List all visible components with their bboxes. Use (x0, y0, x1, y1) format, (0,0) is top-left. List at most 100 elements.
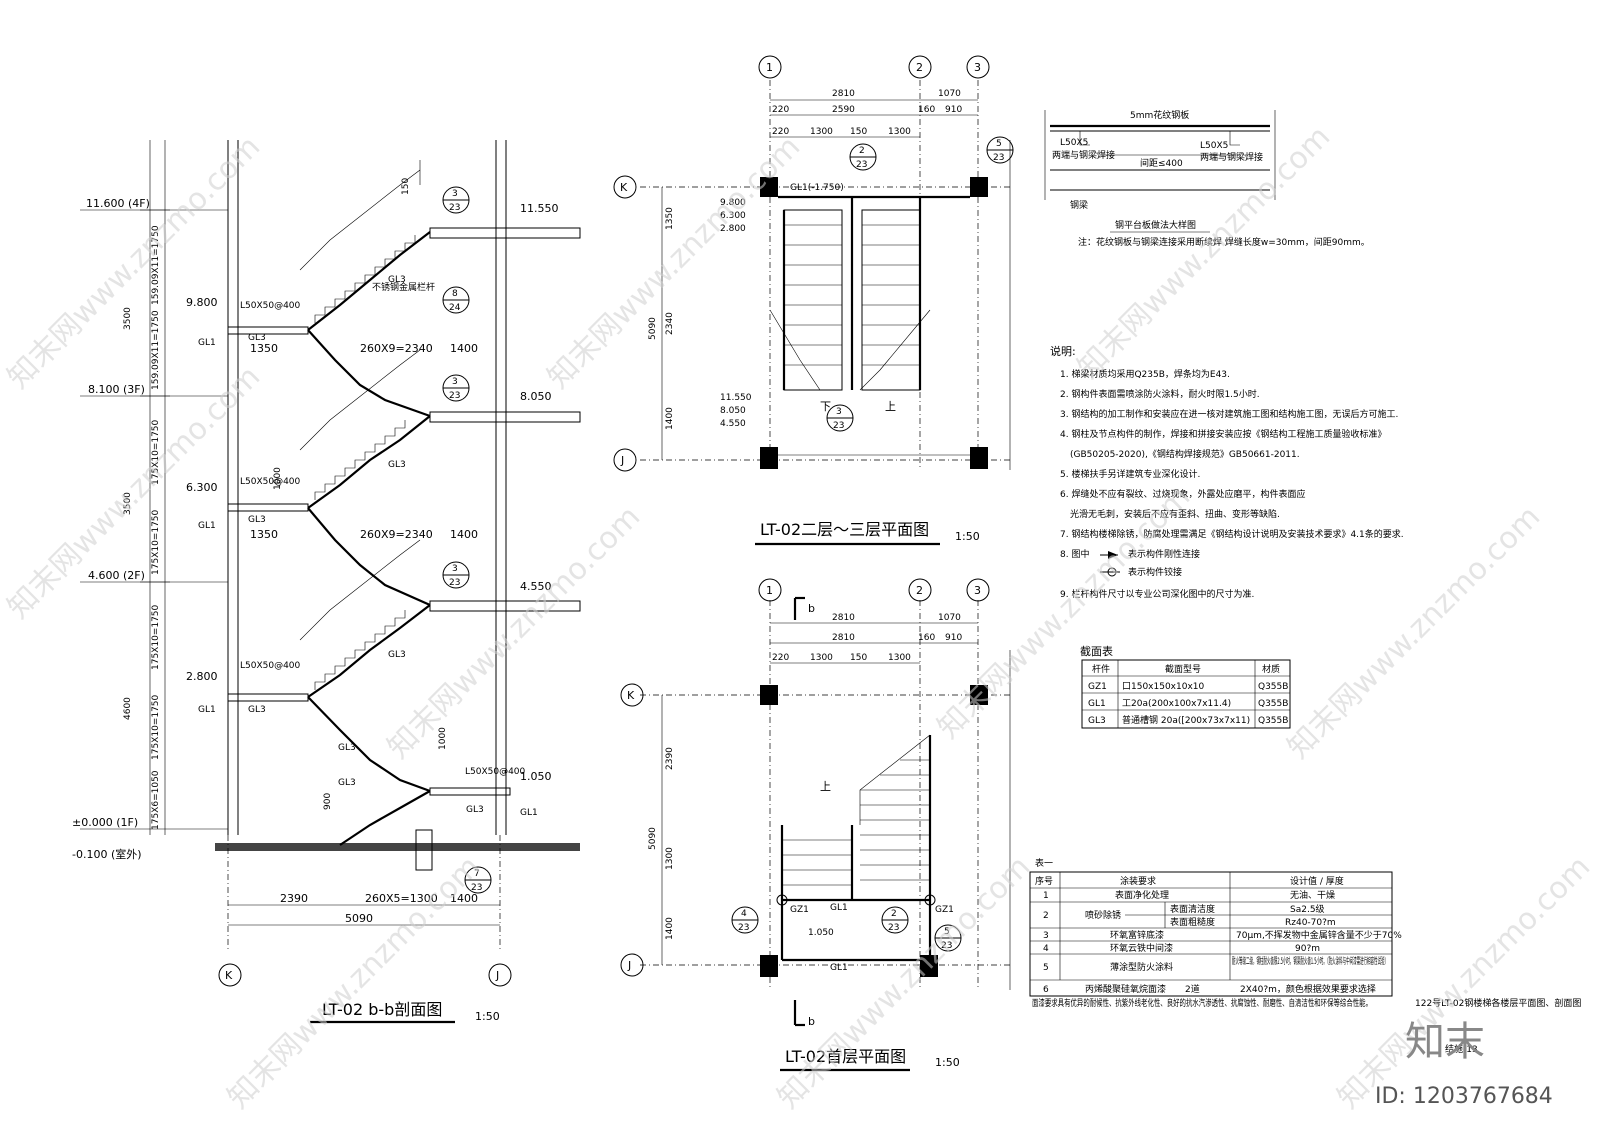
svg-text:4: 4 (741, 909, 747, 919)
svg-text:23: 23 (738, 923, 749, 933)
vdim: 3500 (123, 307, 133, 330)
right-level: 1.050 (520, 770, 552, 783)
detail-callout: 2 23 (849, 143, 877, 171)
detail-callout: 7 23 (464, 866, 492, 894)
detail-label: L50X5 (1060, 138, 1088, 148)
svg-text:3: 3 (452, 377, 458, 387)
svg-text:3: 3 (452, 564, 458, 574)
down-label: 下 (820, 400, 831, 413)
hdim: 1350 (250, 342, 278, 355)
member-label: GL3 (338, 743, 356, 753)
dim: 910 (945, 105, 962, 115)
svg-text:23: 23 (888, 923, 899, 933)
coating-cell: 丙烯酸聚硅氧烷面漆 (1085, 983, 1166, 995)
svg-text:K: K (620, 181, 628, 194)
title-block: 122号LT-02钢楼梯各楼层平面图、剖面图 结施-13 (1415, 997, 1581, 1055)
dim: 160 (918, 105, 935, 115)
watermark-text: 知末网www.znzmo.com (771, 849, 1037, 1115)
svg-text:8: 8 (452, 289, 458, 299)
dim: 1400 (665, 407, 675, 430)
dim: 220 (772, 653, 789, 663)
svg-text:J: J (495, 969, 499, 982)
member-label: GL1 (198, 338, 216, 348)
svg-text:5: 5 (996, 139, 1002, 149)
notes-heading: 说明: (1050, 344, 1076, 358)
plan-upper-texts: 1 2 3 K J 2810 1070 220 2590 160 910 220… (613, 55, 1014, 546)
right-level: 11.550 (520, 202, 559, 215)
plan-ground-texts: 1 2 3 K J b b 2810 1070 2810 220 1300 15… (620, 578, 990, 1072)
member-label: GL3 (248, 333, 266, 343)
dim: 5090 (648, 827, 658, 850)
note-item: 9. 栏杆构件尺寸以专业公司深化图中的尺寸为准. (1060, 588, 1254, 600)
level-outdoor: -0.100 (室外) (72, 847, 142, 861)
svg-text:3: 3 (836, 407, 842, 417)
detail-label: 两端与钢梁焊接 (1200, 151, 1263, 163)
image-id: ID: 1203767684 (1375, 1084, 1553, 1109)
dim: 160 (918, 633, 935, 643)
member-label: GL1 (198, 521, 216, 531)
level-4f: 11.600 (4F) (86, 197, 150, 210)
note-item: 表示构件铰接 (1128, 566, 1182, 578)
member-label: GL3 (388, 275, 406, 285)
level: 11.550 (720, 393, 752, 403)
member-label: L50X50@400 (240, 301, 301, 311)
member-label: L50X50@400 (240, 477, 301, 487)
note-item: 6. 焊缝处不应有裂纹、过烧现象，外露处应磨平，构件表面应 (1060, 488, 1305, 500)
vdim: 175X10=1750 (151, 694, 161, 760)
coating-cell: Rz40-70?m (1285, 918, 1336, 928)
dim: 1300 (810, 127, 833, 137)
axis-bubble: K (613, 175, 637, 199)
hdim: 260X9=2340 (360, 342, 433, 355)
right-level: 8.050 (520, 390, 552, 403)
axis-bubble: J (620, 953, 644, 977)
coating-header: 涂装要求 (1120, 875, 1156, 887)
svg-text:23: 23 (941, 941, 952, 951)
coating-cell: 2 (1043, 911, 1049, 921)
beam-label: GL1 (830, 963, 848, 973)
coating-cell: 环氧云铁中间漆 (1110, 942, 1173, 954)
dim: 2390 (665, 747, 675, 770)
watermark-text: 知末网www.znzmo.com (541, 129, 807, 395)
watermark-text: 知末网www.znzmo.com (1, 359, 267, 625)
svg-text:3: 3 (452, 189, 458, 199)
detail-callout: 3 23 (826, 404, 854, 432)
vdim: 159.09X11=1750 (151, 225, 161, 305)
section-table-header: 材质 (1262, 663, 1280, 675)
detail-callout: 4 23 (731, 906, 759, 934)
hdim: 1350 (250, 528, 278, 541)
coating-cell: 2X40?m，颜色根据效果要求选择 (1240, 983, 1376, 995)
svg-text:2: 2 (916, 61, 923, 74)
section-table: 截面表 杆件 截面型号 材质 GZ1 口150x150x10x10 Q355B … (1080, 644, 1291, 729)
dim: 910 (945, 633, 962, 643)
member-label: GL1 (198, 705, 216, 715)
beam-label: GL1(-1.750) (790, 183, 844, 193)
dim: 5090 (648, 317, 658, 340)
note-item: (GB50205-2020),《钢结构焊接规范》GB50661-2011. (1070, 448, 1300, 460)
level: 4.550 (720, 419, 746, 429)
svg-text:2: 2 (916, 584, 923, 597)
column-label: GZ1 (790, 905, 809, 915)
dim: 1070 (938, 613, 961, 623)
coating-cell: 1 (1043, 891, 1049, 901)
drawing-number: 结施-13 (1445, 1043, 1478, 1055)
member-label: GL1 (520, 808, 538, 818)
dim: 1350 (665, 207, 675, 230)
plan-ground-scale: 1:50 (935, 1056, 960, 1069)
hdim: 5090 (345, 912, 373, 925)
svg-text:J: J (620, 454, 624, 467)
svg-text:23: 23 (449, 578, 460, 588)
level: 6.300 (720, 211, 746, 221)
section-table-cell: Q355B (1258, 682, 1288, 692)
column-label: GZ1 (935, 905, 954, 915)
note-item: 5. 楼梯扶手另详建筑专业深化设计. (1060, 468, 1200, 480)
section-texts: 11.600 (4F) 8.100 (3F) 4.600 (2F) ±0.000… (72, 178, 559, 1024)
coating-cell: 6 (1043, 985, 1049, 995)
axis-bubble: 2 (908, 55, 932, 79)
axis-bubble: 3 (966, 578, 990, 602)
up-label: 上 (820, 780, 831, 793)
coating-caption: 表一 (1035, 857, 1053, 869)
svg-text:1: 1 (766, 584, 773, 597)
dim: 150 (850, 653, 867, 663)
coating-cell: 喷砂除锈 (1085, 909, 1121, 921)
